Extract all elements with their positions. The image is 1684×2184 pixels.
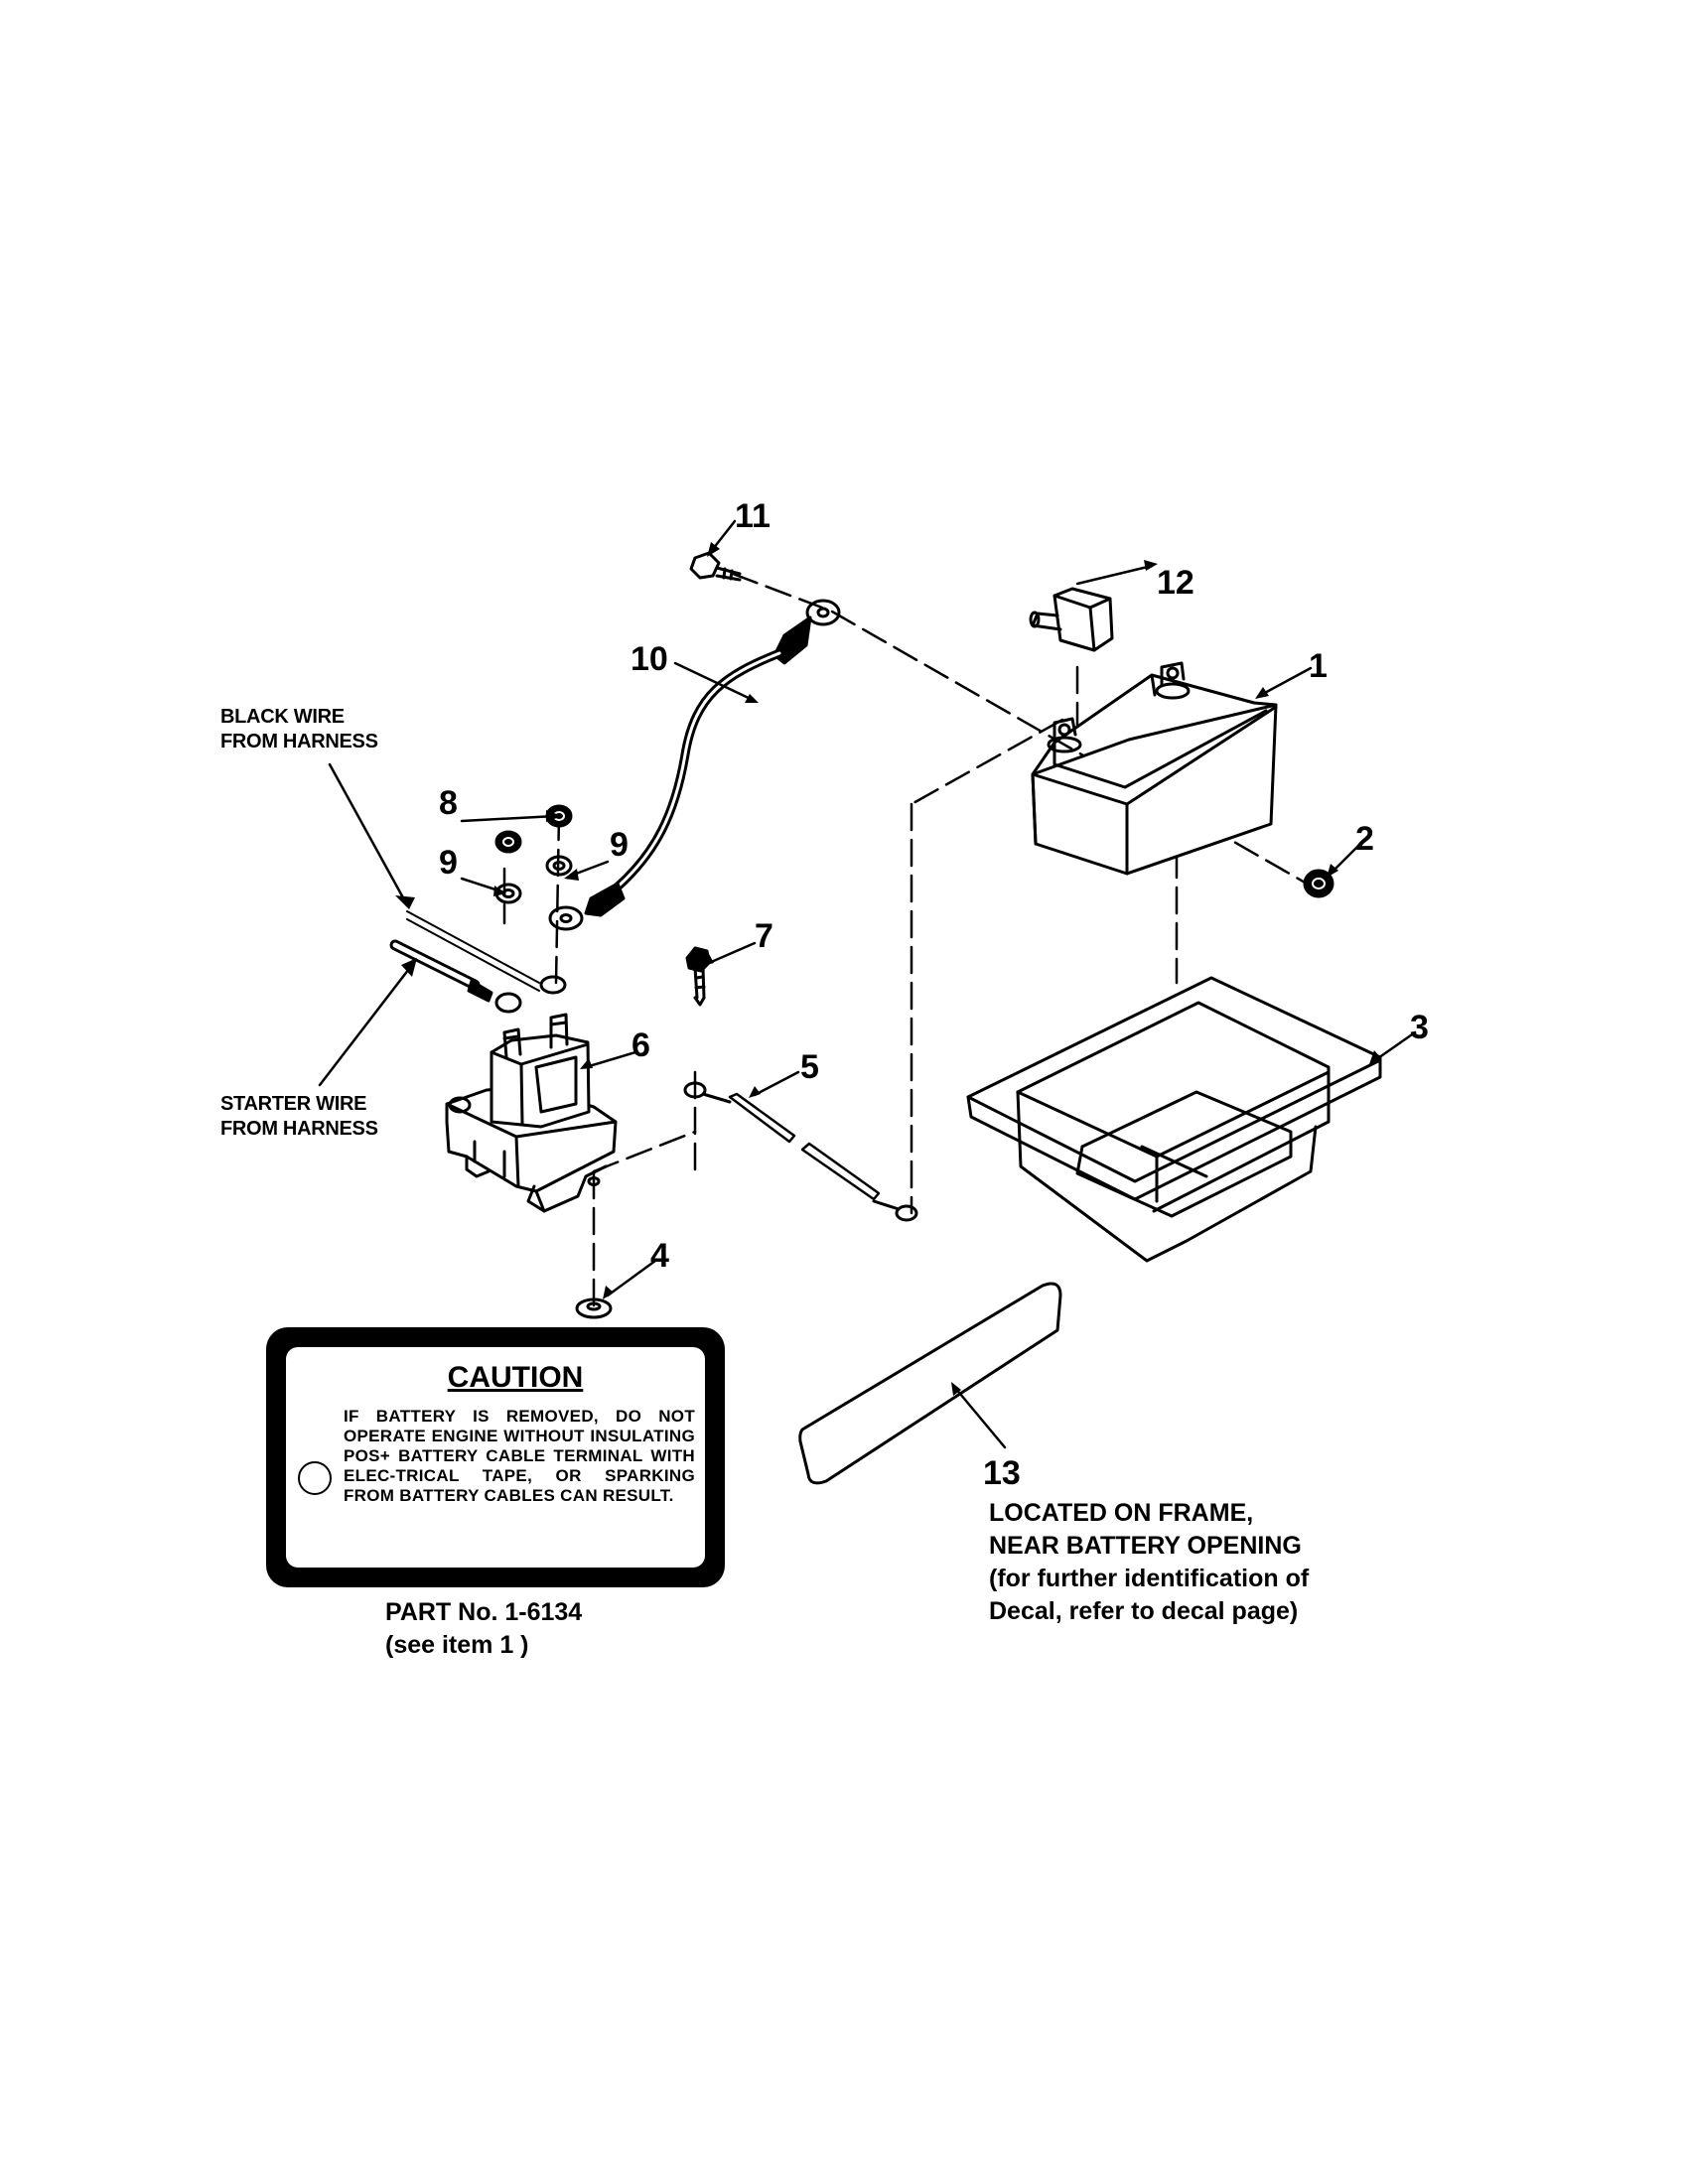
washer-item-4 xyxy=(575,1297,613,1319)
callout-5: 5 xyxy=(800,1048,819,1086)
caution-title: CAUTION xyxy=(447,1361,584,1394)
starter-wire-label-line2: FROM HARNESS xyxy=(220,1118,378,1140)
callout-9-right: 9 xyxy=(610,826,629,864)
part-number-line1: PART No. 1-6134 xyxy=(385,1598,583,1626)
nut-item-2 xyxy=(1303,869,1334,898)
callout-11: 11 xyxy=(735,497,771,535)
callout-6: 6 xyxy=(632,1026,650,1064)
starter-wire-label: STARTER WIRE FROM HARNESS xyxy=(220,1092,378,1142)
callout-1: 1 xyxy=(1309,647,1328,685)
ground-strap-item-5 xyxy=(683,1081,918,1222)
callout-4: 4 xyxy=(650,1237,669,1275)
caution-decal-inner: CAUTION IF BATTERY IS REMOVED, DO NOT OP… xyxy=(286,1347,705,1568)
assembly-lines xyxy=(502,572,1323,1307)
callout-10: 10 xyxy=(631,640,668,678)
black-wire-label: BLACK WIRE FROM HARNESS xyxy=(220,705,378,754)
circle-icon xyxy=(298,1461,332,1495)
solenoid-item-6 xyxy=(445,1013,618,1213)
callout-2: 2 xyxy=(1355,820,1374,858)
terminal-boot-item-12 xyxy=(1029,587,1114,652)
starter-wire xyxy=(389,939,522,1014)
callout-9-left: 9 xyxy=(439,844,458,882)
caution-text: IF BATTERY IS REMOVED, DO NOT OPERATE EN… xyxy=(344,1407,695,1505)
decal-item-13 xyxy=(798,1282,1062,1485)
battery-tray-item-3 xyxy=(966,976,1382,1263)
battery-cable-item-10 xyxy=(548,599,841,931)
starter-wire-label-line1: STARTER WIRE xyxy=(220,1093,367,1115)
part-number-caption: PART No. 1-6134 (see item 1 ) xyxy=(385,1596,582,1662)
decal-location-line3: (for further identification of xyxy=(989,1565,1310,1592)
bolt-item-11 xyxy=(689,551,742,582)
black-wire-label-line2: FROM HARNESS xyxy=(220,731,378,752)
battery-item-1 xyxy=(1031,661,1278,876)
caution-decal: CAUTION IF BATTERY IS REMOVED, DO NOT OP… xyxy=(266,1327,725,1587)
lockwashers-item-9 xyxy=(494,855,573,904)
callout-numbers: 1 2 3 4 5 6 7 8 9 9 10 11 12 13 xyxy=(439,497,1429,1492)
arrowheads xyxy=(395,542,1381,1396)
decal-location-line4: Decal, refer to decal page) xyxy=(989,1597,1299,1625)
callout-8: 8 xyxy=(439,784,458,822)
black-wire-label-line1: BLACK WIRE xyxy=(220,706,345,728)
decal-location-line2: NEAR BATTERY OPENING xyxy=(989,1532,1302,1560)
callout-3: 3 xyxy=(1410,1009,1429,1046)
decal-location-caption: LOCATED ON FRAME, NEAR BATTERY OPENING (… xyxy=(989,1497,1309,1628)
part-number-line2: (see item 1 ) xyxy=(385,1631,529,1659)
decal-location-line1: LOCATED ON FRAME, xyxy=(989,1499,1254,1527)
leader-lines xyxy=(318,519,1417,1449)
black-wire xyxy=(406,910,567,995)
callout-12: 12 xyxy=(1157,564,1194,602)
callout-7: 7 xyxy=(755,917,773,955)
callout-13: 13 xyxy=(983,1454,1021,1492)
bolt-item-7 xyxy=(685,946,711,1007)
